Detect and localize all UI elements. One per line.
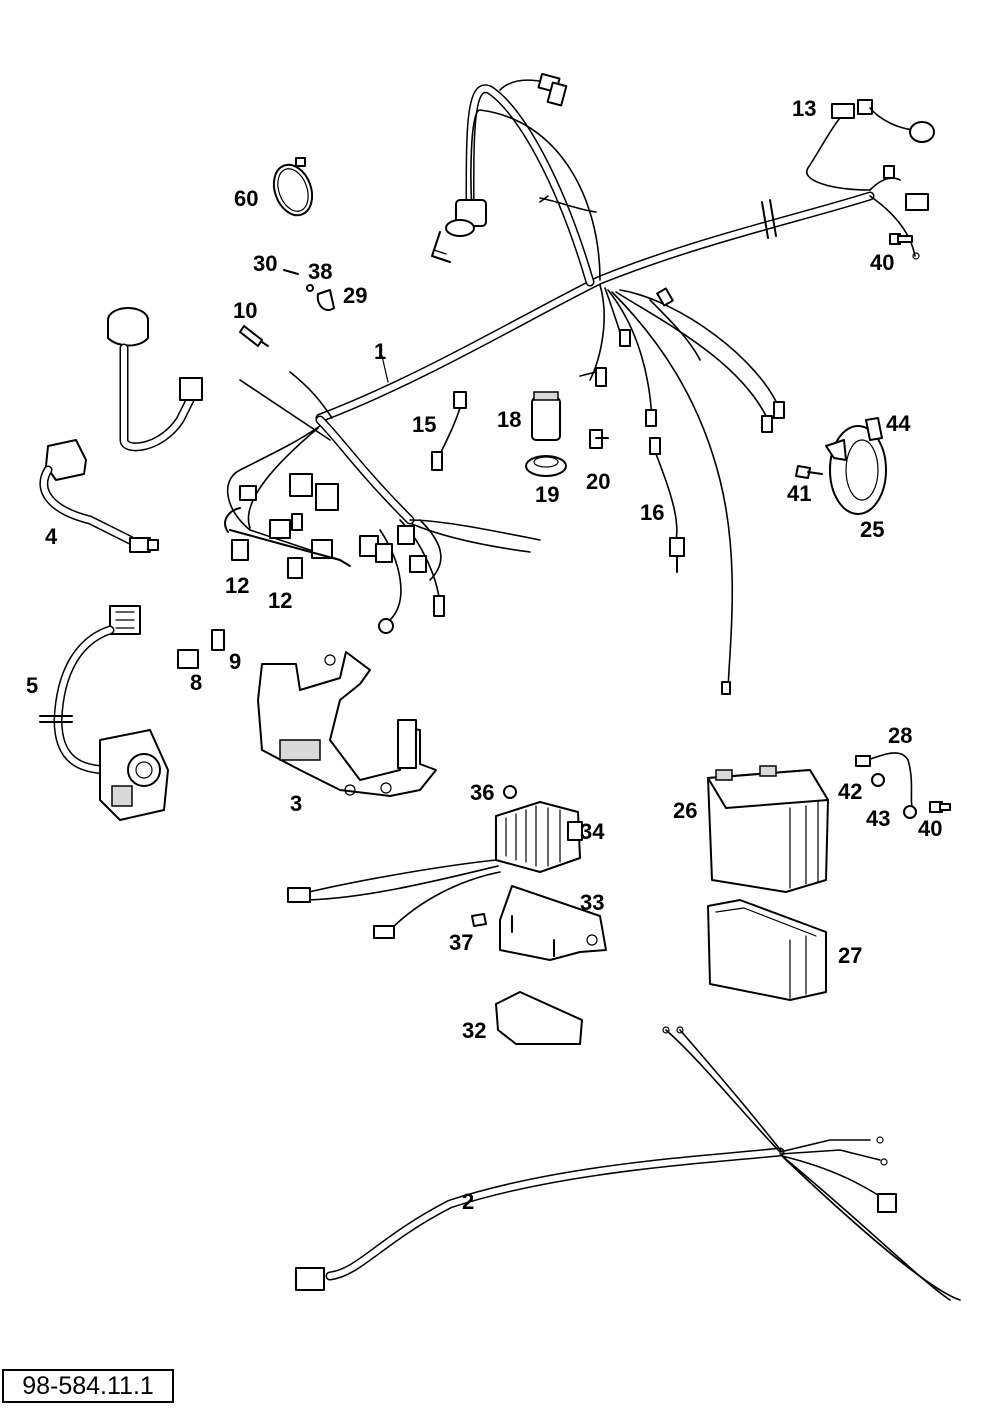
relay-parts (231, 539, 303, 579)
small-fasteners-part (283, 269, 335, 312)
part-number-30: 30 (253, 251, 277, 276)
part-number-37: 37 (449, 930, 473, 955)
switch-part (39, 439, 159, 553)
bulb-part (239, 325, 269, 347)
part-number-40-lower: 40 (918, 816, 942, 841)
battery-part (707, 765, 829, 893)
part-number-16: 16 (640, 500, 664, 525)
part-number-15: 15 (412, 412, 436, 437)
part-number-38: 38 (308, 259, 332, 284)
part-number-36: 36 (470, 780, 494, 805)
part-number-2: 2 (462, 1189, 474, 1214)
part-number-12-left: 12 (225, 573, 249, 598)
part-number-33: 33 (580, 890, 604, 915)
part-number-5: 5 (26, 673, 38, 698)
part-number-25: 25 (860, 517, 884, 542)
part-number-8: 8 (190, 670, 202, 695)
part-number-9: 9 (229, 649, 241, 674)
part-number-1: 1 (374, 339, 386, 364)
part-number-18: 18 (497, 407, 521, 432)
part-number-26: 26 (673, 798, 697, 823)
temperature-sensor-part (649, 437, 685, 573)
part-number-20: 20 (586, 469, 610, 494)
main-wiring-harness (224, 72, 875, 695)
wire-lead-part (431, 391, 467, 471)
part-number-43: 43 (866, 806, 890, 831)
clip-part (589, 429, 609, 449)
part-number-44: 44 (886, 411, 911, 436)
handlebar-switch-part (39, 605, 169, 821)
part-number-34: 34 (580, 819, 605, 844)
mounting-plate-part (471, 885, 607, 961)
voltage-regulator-part (287, 785, 583, 939)
part-number-4: 4 (45, 524, 58, 549)
part-number-labels: 60 30 38 29 10 1 13 40 15 18 19 20 16 44… (26, 96, 942, 1214)
cable-tie-part (272, 157, 314, 217)
horn-part (795, 417, 887, 515)
reference-code-box: 98-584.11.1 (2, 1369, 174, 1403)
reference-code: 98-584.11.1 (22, 1372, 154, 1400)
part-number-42: 42 (838, 779, 862, 804)
part-number-27: 27 (838, 943, 862, 968)
ignition-connector-part (805, 99, 935, 260)
part-number-3: 3 (290, 791, 302, 816)
battery-cable-part (855, 752, 951, 819)
part-number-12-right: 12 (268, 588, 292, 613)
part-number-41: 41 (787, 481, 811, 506)
flasher-relay-part (177, 629, 225, 669)
part-number-60: 60 (234, 186, 258, 211)
battery-box-part (707, 899, 827, 1001)
part-number-10: 10 (233, 298, 257, 323)
leader-lines (381, 355, 389, 383)
part-number-13: 13 (792, 96, 816, 121)
part-number-32: 32 (462, 1018, 486, 1043)
sensor-cable-part (107, 307, 203, 452)
part-number-29: 29 (343, 283, 367, 308)
part-number-40-upper: 40 (870, 250, 894, 275)
part-number-19: 19 (535, 482, 559, 507)
part-number-28: 28 (888, 723, 912, 748)
condenser-part (525, 391, 567, 477)
bolt-part-upper (889, 233, 913, 245)
bracket-part (257, 651, 437, 797)
secondary-wiring-harness (295, 1026, 961, 1301)
rubber-pad-part (495, 991, 583, 1045)
